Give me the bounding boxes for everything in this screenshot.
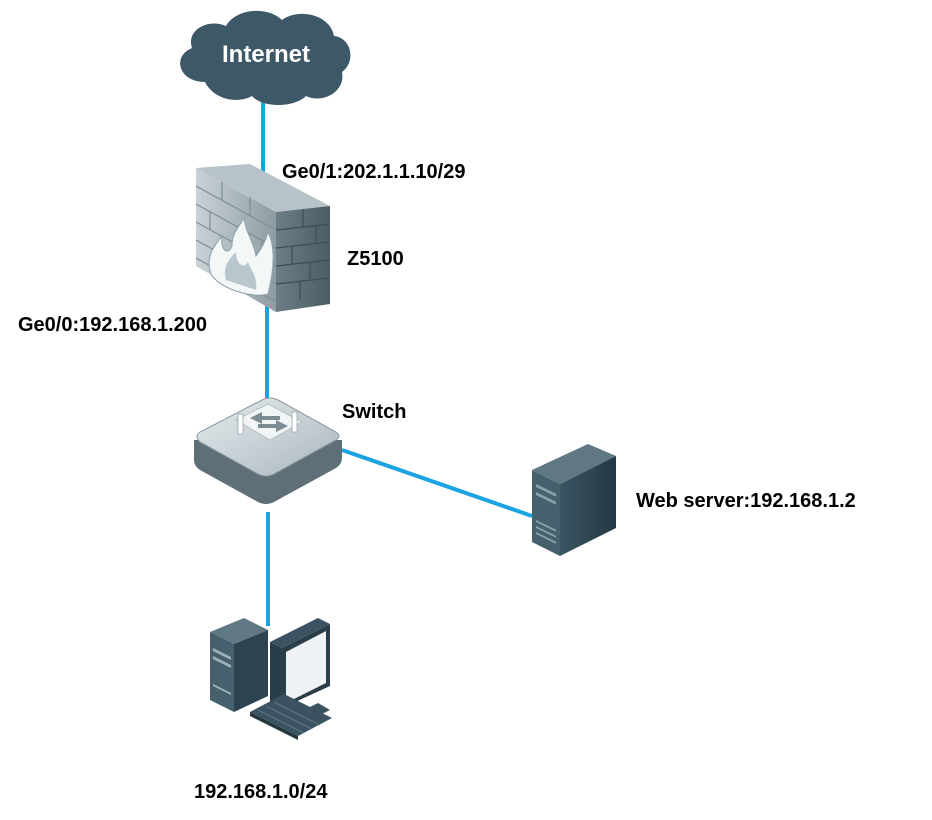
cloud-icon: Internet <box>180 10 351 105</box>
firewall-name-label: Z5100 <box>347 248 404 270</box>
link-switch-webserver <box>341 448 533 518</box>
firewall-wan-interface-label: Ge0/1:202.1.1.10/29 <box>282 161 466 183</box>
web-server-label: Web server:192.168.1.2 <box>636 490 856 512</box>
firewall-lan-interface-label: Ge0/0:192.168.1.200 <box>18 314 208 336</box>
switch-icon <box>194 397 342 504</box>
server-icon <box>532 444 616 556</box>
switch-name-label: Switch <box>342 401 407 423</box>
workstation-icon <box>210 618 332 740</box>
lan-subnet-label: 192.168.1.0/24 <box>194 781 328 803</box>
internet-label: Internet <box>222 41 310 68</box>
firewall-icon <box>195 164 331 312</box>
